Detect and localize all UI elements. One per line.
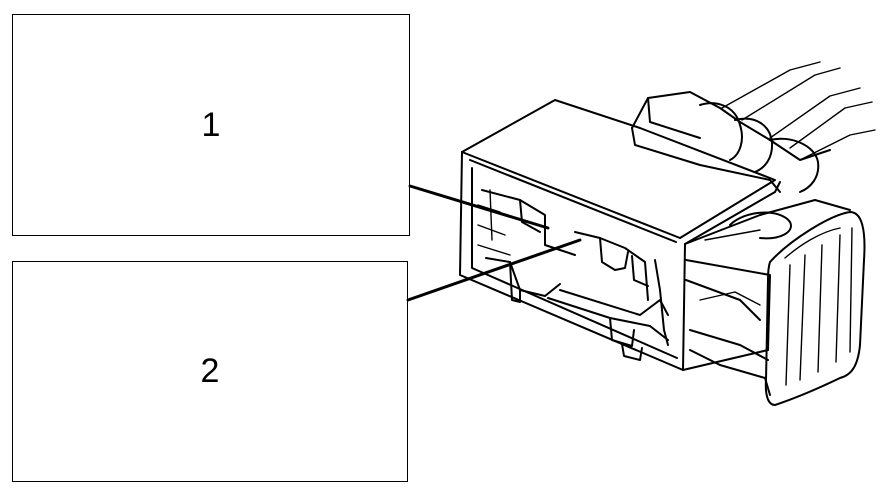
callout-box-2: 2 bbox=[12, 261, 408, 482]
callout-box-1: 1 bbox=[12, 14, 410, 236]
leader-line-1 bbox=[408, 184, 550, 230]
connector-housing bbox=[459, 61, 876, 406]
callout-number-1: 1 bbox=[201, 105, 221, 144]
leader-line-2 bbox=[406, 238, 582, 302]
callout-number-2: 2 bbox=[200, 352, 220, 390]
